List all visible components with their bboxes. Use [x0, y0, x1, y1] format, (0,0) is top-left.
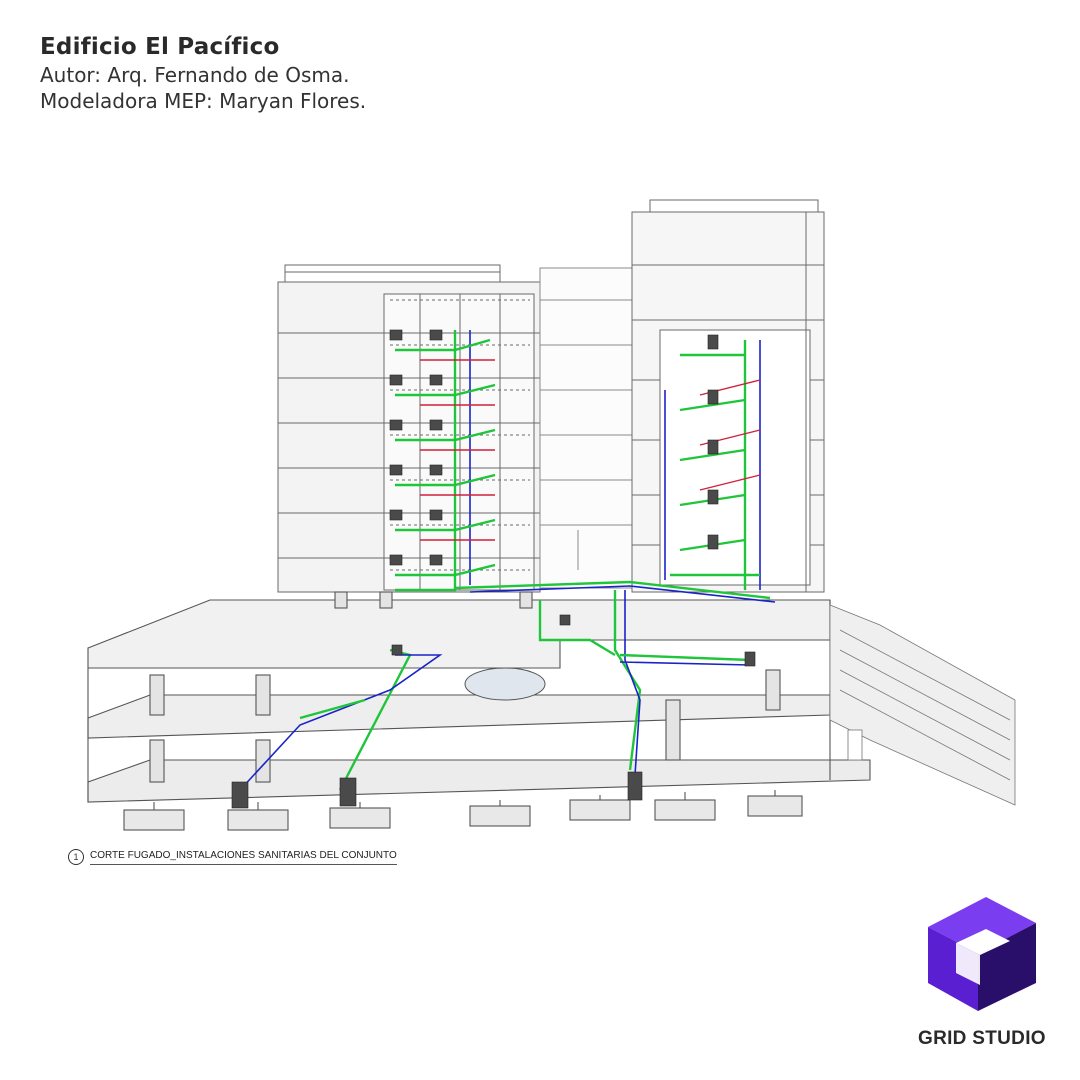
brand-name: GRID STUDIO — [918, 1028, 1046, 1049]
caption-number: 1 — [68, 849, 84, 865]
pipes-left-tower — [395, 330, 496, 592]
pipes-collectors — [239, 580, 776, 791]
pipes-right-tower — [664, 340, 761, 590]
retaining-wall — [829, 604, 1016, 806]
modeler-line: Modeladora MEP: Maryan Flores. — [40, 89, 367, 113]
left-tower — [277, 264, 541, 593]
header: Edificio El Pacífico Autor: Arq. Fernand… — [40, 34, 366, 114]
page-title: Edificio El Pacífico — [40, 34, 280, 60]
pool — [464, 667, 546, 701]
middle-block — [539, 267, 636, 589]
caption-text: CORTE FUGADO_INSTALACIONES SANITARIAS DE… — [90, 850, 397, 865]
author-line: Autor: Arq. Fernando de Osma. — [40, 63, 350, 87]
drawing-caption: 1 CORTE FUGADO_INSTALACIONES SANITARIAS … — [68, 849, 397, 865]
right-tower — [631, 199, 825, 593]
podium — [87, 591, 871, 831]
grid-studio-logo — [928, 897, 1036, 1011]
sanitary-fixtures — [231, 329, 756, 809]
